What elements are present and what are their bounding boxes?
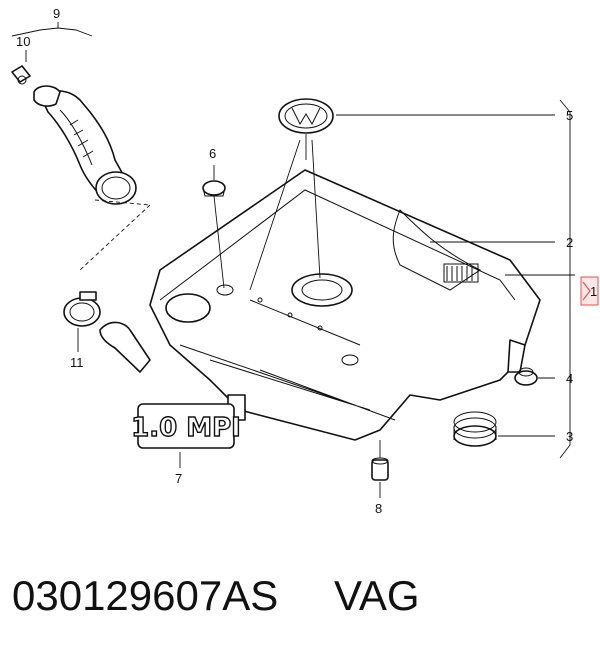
vendor-name: VAG [333, 572, 420, 619]
callout-1: 1 [590, 284, 597, 299]
callout-9: 9 [53, 6, 60, 21]
callout-6: 6 [209, 146, 216, 161]
callout-7: 7 [175, 471, 182, 486]
callout-1-marker: 1 [580, 276, 599, 306]
intake-hose-assembly [11, 65, 137, 205]
badge-label: 1.0 MPI [131, 413, 241, 443]
engine-cover [99, 169, 541, 441]
callout-10: 10 [16, 34, 30, 49]
leader-lines [11, 22, 575, 498]
plug-cap [202, 180, 226, 197]
callout-2: 2 [566, 235, 573, 250]
exploded-parts-diagram: 1.0 MPI 5 2 4 3 6 8 7 11 10 9 1 [11, 6, 599, 516]
callout-3: 3 [566, 429, 573, 444]
callout-4: 4 [566, 371, 573, 386]
engine-badge: 1.0 MPI [130, 403, 242, 449]
grommet [514, 367, 538, 386]
callout-5: 5 [566, 108, 573, 123]
vw-emblem [278, 98, 334, 134]
callout-8: 8 [375, 501, 382, 516]
callout-11: 11 [70, 355, 84, 370]
part-number: 030129607AS [12, 572, 279, 619]
part-number-caption: 030129607AS VAG [12, 572, 592, 632]
hose-clamp [63, 291, 101, 327]
ribbed-seal [453, 411, 497, 447]
spacer-sleeve [371, 457, 389, 481]
